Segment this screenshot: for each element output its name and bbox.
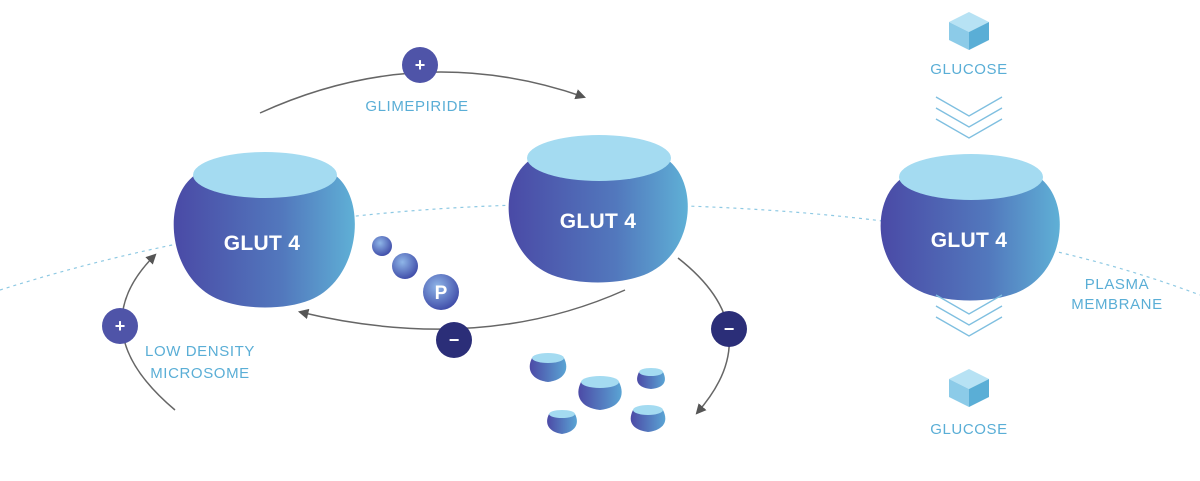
phosphate-ball: P xyxy=(423,274,459,310)
svg-text:−: − xyxy=(449,330,460,350)
vesicle-2 xyxy=(578,376,622,410)
minus-badge-center: − xyxy=(436,322,472,358)
plasma-membrane-label-line2: MEMBRANE xyxy=(1071,296,1162,313)
plus-badge-left: + xyxy=(102,308,138,344)
glut4-transporter-right: GLUT 4 xyxy=(880,154,1060,301)
glucose-label-bottom: GLUCOSE xyxy=(930,421,1008,438)
vesicle-4 xyxy=(547,410,577,434)
vesicle-5 xyxy=(630,405,666,432)
vesicle-3 xyxy=(637,368,665,389)
svg-text:+: + xyxy=(115,316,126,336)
glucose-cube-bottom xyxy=(949,369,989,407)
svg-text:P: P xyxy=(435,283,448,304)
glut4-transporter-middle: GLUT 4 xyxy=(508,135,688,283)
small-ball-2 xyxy=(392,253,418,279)
glut4-label-left: GLUT 4 xyxy=(224,232,300,255)
small-ball-1 xyxy=(372,236,392,256)
chevron-down-icon-top xyxy=(935,96,1003,139)
svg-text:−: − xyxy=(724,319,735,339)
glut4-label-middle: GLUT 4 xyxy=(560,210,636,233)
arrow-return xyxy=(297,289,626,330)
glut4-transporter-left: GLUT 4 xyxy=(173,152,355,308)
chevron-down-icon-bottom xyxy=(935,294,1003,337)
low-density-label-line1: LOW DENSITY xyxy=(145,343,255,360)
low-density-label-line2: MICROSOME xyxy=(150,365,250,382)
minus-badge-right: − xyxy=(711,311,747,347)
plus-badge-top: + xyxy=(402,47,438,83)
vesicle-1 xyxy=(529,353,567,382)
glimepiride-label: GLIMEPIRIDE xyxy=(365,98,468,115)
svg-text:+: + xyxy=(415,55,426,75)
glut4-label-right: GLUT 4 xyxy=(931,229,1007,252)
plasma-membrane-label-line1: PLASMA xyxy=(1085,276,1149,293)
glucose-cube-top xyxy=(949,12,989,50)
glucose-label-top: GLUCOSE xyxy=(930,61,1008,78)
